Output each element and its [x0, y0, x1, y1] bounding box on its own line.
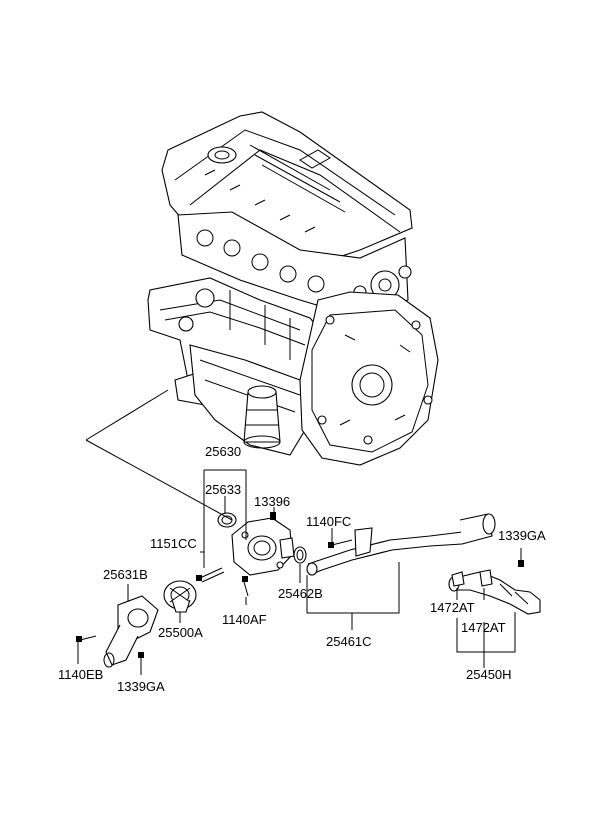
- label-25630: 25630: [205, 444, 241, 459]
- label-1339ga-bottom: 1339GA: [117, 679, 165, 694]
- engine-assembly-drawing: [147, 111, 439, 466]
- thermostat-housing-parts: [76, 512, 307, 668]
- label-1151cc: 1151CC: [150, 536, 197, 551]
- label-25462b: 25462B: [278, 586, 323, 601]
- label-25461c: 25461C: [326, 634, 372, 649]
- clamp-1472at-1: [451, 571, 465, 587]
- label-25631b: 25631B: [103, 567, 148, 582]
- label-13396: 13396: [254, 494, 290, 509]
- leader-lines: [77, 389, 522, 675]
- bolt-1140fc: [328, 539, 353, 548]
- thermostat-25500a: [163, 580, 197, 613]
- bolt-1339ga-top: [518, 560, 524, 567]
- part-labels: 25630 25633 13396 1151CC 1140FC 1339GA 2…: [58, 444, 546, 694]
- bolt-1339ga-bottom: [138, 652, 144, 658]
- hose-25461c: [306, 513, 496, 576]
- label-1140fc: 1140FC: [306, 514, 351, 529]
- label-25633: 25633: [205, 482, 241, 497]
- hose-25450h: [448, 571, 541, 615]
- bolt-1140eb: [76, 635, 97, 642]
- label-1140af: 1140AF: [222, 612, 267, 627]
- label-1140eb: 1140EB: [58, 667, 103, 682]
- label-25450h: 25450H: [466, 667, 512, 682]
- clamp-1472at-2: [479, 569, 493, 587]
- oring-25462b: [293, 546, 307, 564]
- water-pipe-parts: [306, 513, 541, 615]
- water-inlet-housing: [231, 517, 295, 576]
- label-1472at-upper: 1472AT: [430, 600, 475, 615]
- plug-13396: [270, 512, 276, 520]
- label-1472at-lower: 1472AT: [461, 620, 506, 635]
- bolt-1140af: [242, 576, 249, 597]
- label-1339ga-top: 1339GA: [498, 528, 546, 543]
- fitting-25631b: [103, 595, 159, 668]
- bolt-1151cc: [196, 567, 225, 583]
- label-25500a: 25500A: [158, 625, 203, 640]
- gasket-25633: [217, 512, 237, 528]
